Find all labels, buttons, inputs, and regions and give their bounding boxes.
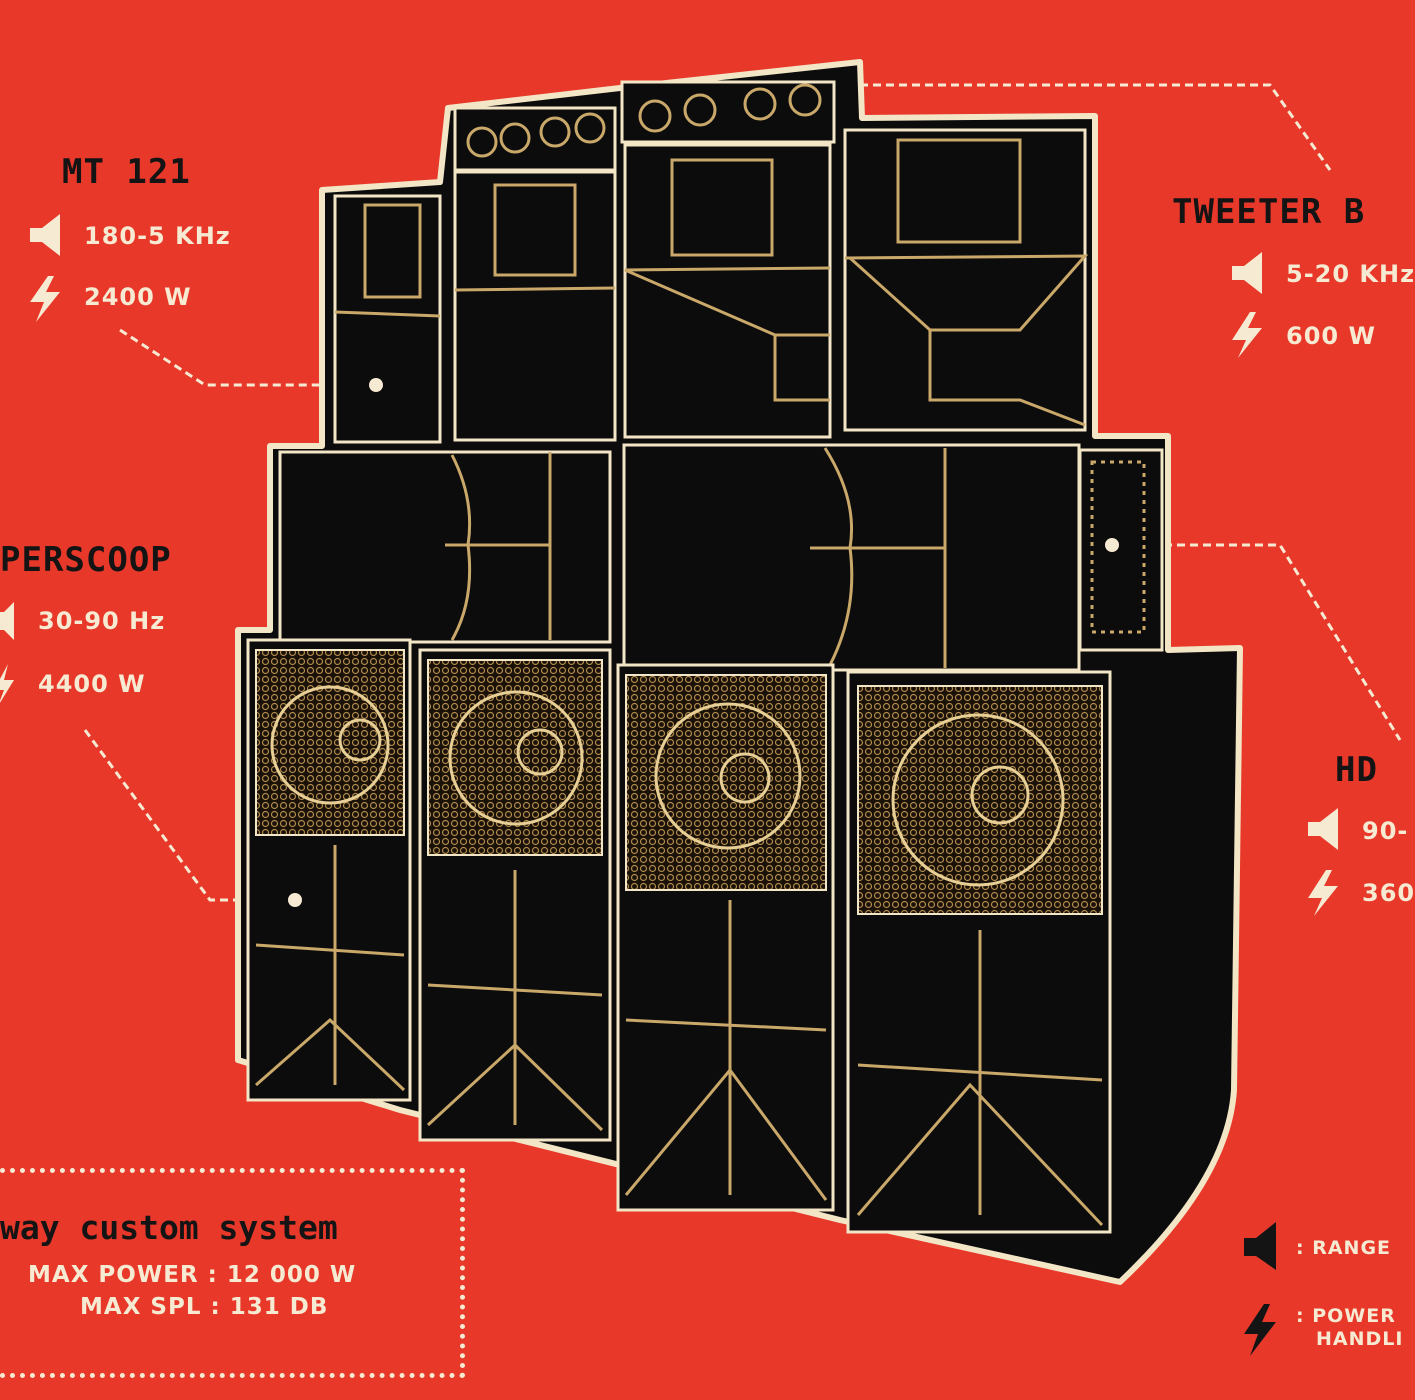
lightning-icon [1244,1304,1276,1356]
lightning-icon [1232,312,1262,358]
superscoop-range: 30-90 Hz [38,607,166,635]
speaker-icon [0,602,14,640]
leader-tweeter [860,83,1332,171]
tweeter-4 [574,112,606,144]
mt121-range: 180-5 KHz [84,222,231,250]
tweeter-6 [683,93,717,127]
dot-hd [1105,538,1119,552]
woofer-4 [891,713,1065,887]
dot-mt121 [369,378,383,392]
lightning-icon [1308,870,1338,916]
hd-cabinet [1078,448,1164,652]
mt121-cabinet-3 [623,143,832,439]
lightning-icon [30,276,60,322]
system-max-power: MAX POWER : 12 000 W [28,1262,357,1288]
superscoop-title: PERSCOOP [0,540,172,580]
speaker-icon [30,214,60,256]
superscoop-power: 4400 W [38,670,146,698]
woofer-1 [270,685,390,805]
tweeter-power: 600 W [1286,322,1376,350]
grill-2 [427,659,603,856]
legend-power-2: HANDLI [1316,1328,1404,1350]
hd-power: 360 [1362,879,1415,907]
tweeter-5 [638,99,672,133]
tweeter-8 [788,83,822,117]
hd-title: HD [1335,750,1378,790]
hd-range: 90- [1362,817,1409,845]
tweeter-title: TWEETER B [1172,192,1366,232]
tweeter-2 [499,122,531,154]
speaker-icon [1232,252,1262,294]
dot-superscoop [288,893,302,907]
bass-row [246,638,1112,1234]
woofer-3 [654,702,802,850]
tweeter-array [453,80,836,172]
mt121-cabinet-2 [453,170,617,442]
legend-power-1: : POWER [1296,1305,1396,1327]
mid-high-row [333,128,1089,444]
tweeter-7 [743,87,777,121]
lightning-icon [0,664,14,703]
mt121-power: 2400 W [84,283,192,311]
speaker-icon [1308,808,1338,850]
mt121-cabinet-4 [843,128,1087,432]
mid-row [278,443,1164,672]
system-title: way custom system [0,1208,338,1247]
mid-cabinet-1 [278,450,612,644]
grill-4 [857,685,1103,915]
speaker-icon [1244,1222,1276,1270]
grill-3 [625,674,827,891]
mt121-cabinet-1 [333,194,442,444]
grill-1 [255,649,405,836]
mt121-title: MT 121 [62,152,191,192]
system-max-spl: MAX SPL : 131 DB [80,1294,329,1320]
spec-icons [0,214,1338,1356]
tweeter-3 [539,116,571,148]
tweeter-range: 5-20 KHz [1286,260,1415,288]
legend-range: : RANGE [1296,1237,1392,1259]
woofer-2 [448,690,584,826]
tweeter-1 [466,126,498,158]
system-info-box [0,1168,465,1378]
